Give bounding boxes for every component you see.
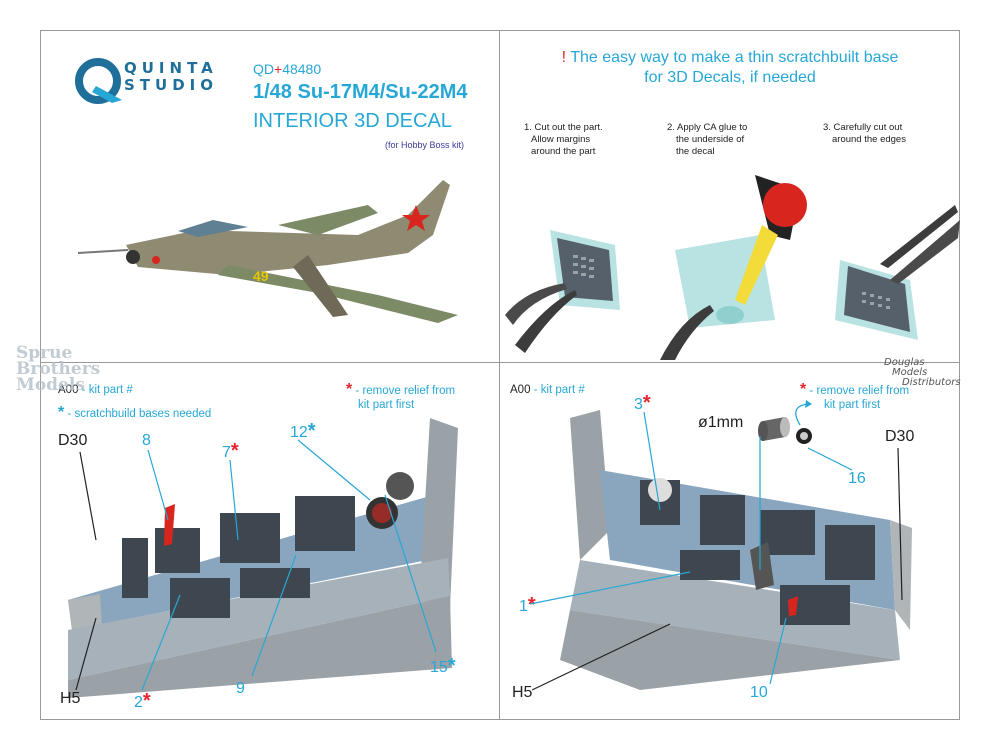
sheet-border: [40, 30, 960, 720]
ast-12: *: [307, 420, 316, 442]
model-title: 1/48 Su-17M4/Su-22M4: [253, 81, 468, 103]
wm-dmd-3: Distributors: [902, 377, 961, 388]
ast-1: *: [527, 594, 536, 616]
step-1-image: [505, 230, 620, 353]
brand-line-1: QUINTA: [124, 59, 218, 77]
step-2-line-3: the decal: [676, 146, 715, 157]
headline-text-1: The easy way to make a thin scratchbuilt…: [566, 49, 899, 66]
left-label-d30: D30: [58, 432, 88, 449]
step-2-line-2: the underside of: [676, 134, 745, 145]
right-label-16: 16: [848, 470, 866, 487]
sprue-brothers-watermark: Sprue Brothers Models: [16, 343, 101, 395]
left-label-9: 9: [236, 680, 245, 697]
scratchbuild-text: - scratchbuild bases needed: [64, 408, 212, 420]
step-3-text: 3. Carefully cut out around the edges: [823, 122, 906, 146]
red-asterisk-right: *: [800, 381, 807, 398]
right-label-3: 3*: [634, 392, 651, 415]
svg-text:49: 49: [253, 268, 269, 284]
step-3-line-2: around the edges: [832, 134, 906, 145]
step-2-image: [660, 175, 807, 360]
n7: 7: [222, 444, 231, 461]
quinta-logo-icon: [75, 58, 122, 104]
brand-line-2: STUDIO: [124, 76, 218, 94]
left-label-12: 12*: [290, 420, 316, 443]
horizontal-divider: [40, 362, 960, 363]
wm-sprue-1: Sprue: [16, 343, 73, 363]
remove-line-1-right: * - remove relief from: [800, 381, 910, 398]
left-cockpit-illustration: [68, 418, 458, 698]
aircraft-illustration: 49: [77, 180, 458, 323]
step-1-line-3: around the part: [531, 146, 596, 157]
kit-part-code-right: A00: [510, 384, 531, 396]
ast-15: *: [447, 655, 456, 677]
step-1-text: 1. Cut out the part. Allow margins aroun…: [524, 122, 603, 158]
headline-line-2: for 3D Decals, if needed: [644, 69, 816, 86]
remove-text-2: kit part first: [358, 399, 415, 411]
remove-line-1: * - remove relief from: [346, 381, 456, 398]
left-label-8: 8: [142, 432, 151, 449]
step-3-line-1: 3. Carefully cut out: [823, 122, 903, 133]
right-label-h5: H5: [512, 684, 533, 701]
brand-name: QUINTA STUDIO: [124, 60, 218, 94]
red-asterisk: *: [346, 381, 353, 398]
douglas-models-watermark: Douglas Models Distributors: [884, 358, 961, 388]
scratchbuild-legend: * - scratchbuild bases needed: [58, 404, 211, 422]
n3: 3: [634, 396, 643, 413]
step-1-line-2: Allow margins: [531, 134, 591, 145]
wm-sprue-2: Brothers: [16, 359, 101, 379]
remove-text-1-right: - remove relief from: [806, 385, 910, 397]
code-number: 48480: [282, 61, 322, 77]
exclaim-mark: !: [561, 49, 567, 66]
vertical-divider: [499, 30, 500, 720]
step-2-line-1: 2. Apply CA glue to: [667, 122, 748, 133]
left-label-7: 7*: [222, 440, 239, 463]
n15: 15: [430, 659, 448, 676]
ast-3: *: [642, 392, 651, 414]
kit-part-text: - kit part #: [78, 384, 133, 396]
part-16-icon: [795, 400, 812, 444]
cyan-asterisk: *: [58, 404, 65, 421]
wm-sprue-3: Models: [16, 375, 85, 395]
wm-dmd-1: Douglas: [884, 357, 925, 368]
step-3-image: [835, 205, 960, 340]
headline-line-1: ! The easy way to make a thin scratchbui…: [500, 48, 960, 68]
kit-part-code: A00: [58, 384, 79, 396]
n12: 12: [290, 424, 308, 441]
wm-dmd-2: Models: [892, 367, 928, 378]
ast-7: *: [230, 440, 239, 462]
remove-relief-legend-left: * - remove relief from kit part first: [346, 381, 456, 412]
kit-part-legend-right: A00 - kit part #: [510, 384, 585, 396]
instruction-headline: ! The easy way to make a thin scratchbui…: [500, 48, 960, 88]
remove-text-2-right: kit part first: [824, 399, 881, 411]
code-plus: +: [274, 61, 283, 77]
n2: 2: [134, 694, 143, 711]
kit-part-text-right: - kit part #: [530, 384, 585, 396]
right-label-d30: D30: [885, 428, 915, 445]
step-1-line-1: 1. Cut out the part.: [524, 122, 603, 133]
left-label-15: 15*: [430, 655, 456, 678]
product-title: INTERIOR 3D DECAL: [253, 110, 452, 132]
right-label-1: 1*: [519, 594, 536, 617]
remove-text-1: - remove relief from: [352, 385, 456, 397]
cylinder-base-icon: [758, 417, 790, 441]
right-label-10: 10: [750, 684, 768, 701]
diameter-label: ø1mm: [698, 414, 744, 431]
kit-part-legend: A00 - kit part #: [58, 384, 133, 396]
right-cockpit-illustration: [560, 410, 912, 690]
left-label-2: 2*: [134, 690, 151, 713]
code-prefix: QD: [253, 61, 274, 77]
product-code: QD+48480: [253, 61, 321, 77]
kit-note: (for Hobby Boss kit): [385, 140, 465, 150]
step-2-text: 2. Apply CA glue to the underside of the…: [667, 122, 747, 158]
remove-relief-legend-right: * - remove relief from kit part first: [800, 381, 910, 412]
n1: 1: [519, 598, 528, 615]
ast-2: *: [142, 690, 151, 712]
left-label-h5: H5: [60, 690, 81, 707]
